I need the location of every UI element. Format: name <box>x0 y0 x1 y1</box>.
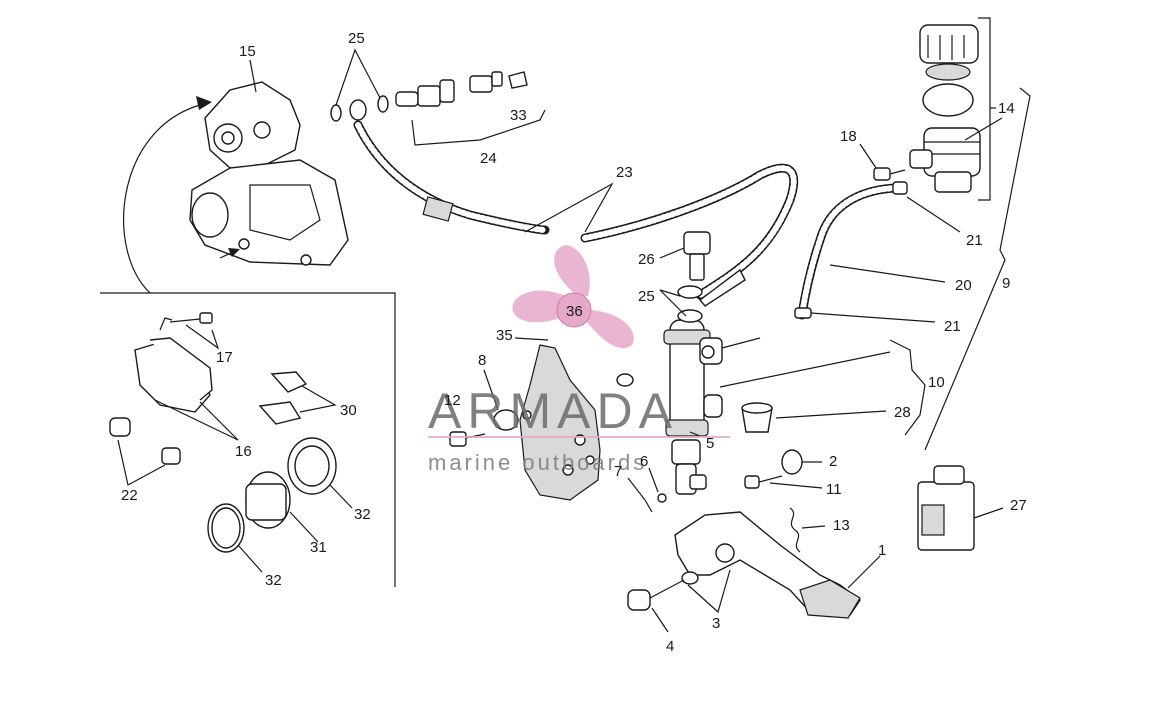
pad-pins <box>159 312 220 350</box>
callout-16: 16 <box>235 443 252 460</box>
callout-23: 23 <box>616 164 633 181</box>
callout-1: 1 <box>878 542 886 559</box>
brake-caliper <box>189 81 349 266</box>
callout-18: 18 <box>840 128 857 145</box>
anti-rattle-springs <box>258 371 337 425</box>
callout-21-lower: 21 <box>944 318 961 335</box>
callout-labels: 1 2 3 4 5 6 7 8 9 10 11 12 13 14 15 16 1… <box>121 30 1027 655</box>
brake-pads <box>134 337 239 441</box>
leader-lines <box>249 48 701 437</box>
armada-watermark: ARMADA marine outboards <box>428 245 730 475</box>
callout-14: 14 <box>998 100 1015 117</box>
callout-12: 12 <box>444 392 461 409</box>
master-banjo-bolt <box>677 231 746 323</box>
master-cylinder <box>663 319 891 495</box>
callout-2: 2 <box>829 453 837 470</box>
callout-31: 31 <box>310 539 327 556</box>
caliper-pistons-seals <box>207 437 353 573</box>
fluid-reservoir <box>909 17 996 201</box>
callout-25-top: 25 <box>348 30 365 47</box>
callout-13: 13 <box>833 517 850 534</box>
watermark-brand: ARMADA <box>428 383 678 439</box>
watermark-tagline: marine outboards <box>428 450 647 475</box>
callout-24: 24 <box>480 150 497 167</box>
callout-10: 10 <box>928 374 945 391</box>
callout-8: 8 <box>478 352 486 369</box>
brake-pedal <box>627 507 881 633</box>
callout-17: 17 <box>216 349 233 366</box>
pad-inset-frame <box>100 292 396 587</box>
reservoir-hose <box>794 183 900 320</box>
callout-32-right: 32 <box>354 506 371 523</box>
callout-22: 22 <box>121 487 138 504</box>
inset-arrow <box>123 96 212 294</box>
callout-11: 11 <box>826 481 842 498</box>
callout-27: 27 <box>1010 497 1027 514</box>
brake-fluid-bottle <box>917 465 1004 551</box>
callout-4: 4 <box>666 638 674 655</box>
callout-36: 36 <box>566 303 583 320</box>
reservoir-bolt-clips <box>810 117 1003 323</box>
group-brackets <box>889 87 1031 451</box>
caliper-banjo-washers <box>330 95 389 122</box>
callout-28: 28 <box>894 404 911 421</box>
mounting-bolts <box>449 409 519 447</box>
callout-26: 26 <box>638 251 655 268</box>
callout-21-upper: 21 <box>966 232 983 249</box>
brake-hose <box>353 120 799 300</box>
callout-5: 5 <box>706 435 714 452</box>
callout-7: 7 <box>614 463 622 480</box>
callout-35: 35 <box>496 327 513 344</box>
callout-32-bottom: 32 <box>265 572 282 589</box>
callout-30: 30 <box>340 402 357 419</box>
hose-fittings <box>395 71 546 146</box>
callout-33: 33 <box>510 107 527 124</box>
pedal-bolt-bush <box>744 449 823 489</box>
callout-25-mid: 25 <box>638 288 655 305</box>
callout-6: 6 <box>640 453 648 470</box>
caliper-plugs <box>109 417 181 486</box>
clevis-pin <box>627 467 667 513</box>
callout-3: 3 <box>712 615 720 632</box>
callout-9: 9 <box>1002 275 1010 292</box>
spacer-bush <box>741 402 887 433</box>
mounting-plate <box>519 344 634 501</box>
propeller-logo <box>512 245 634 349</box>
callout-15: 15 <box>239 43 256 60</box>
callout-20: 20 <box>955 277 972 294</box>
